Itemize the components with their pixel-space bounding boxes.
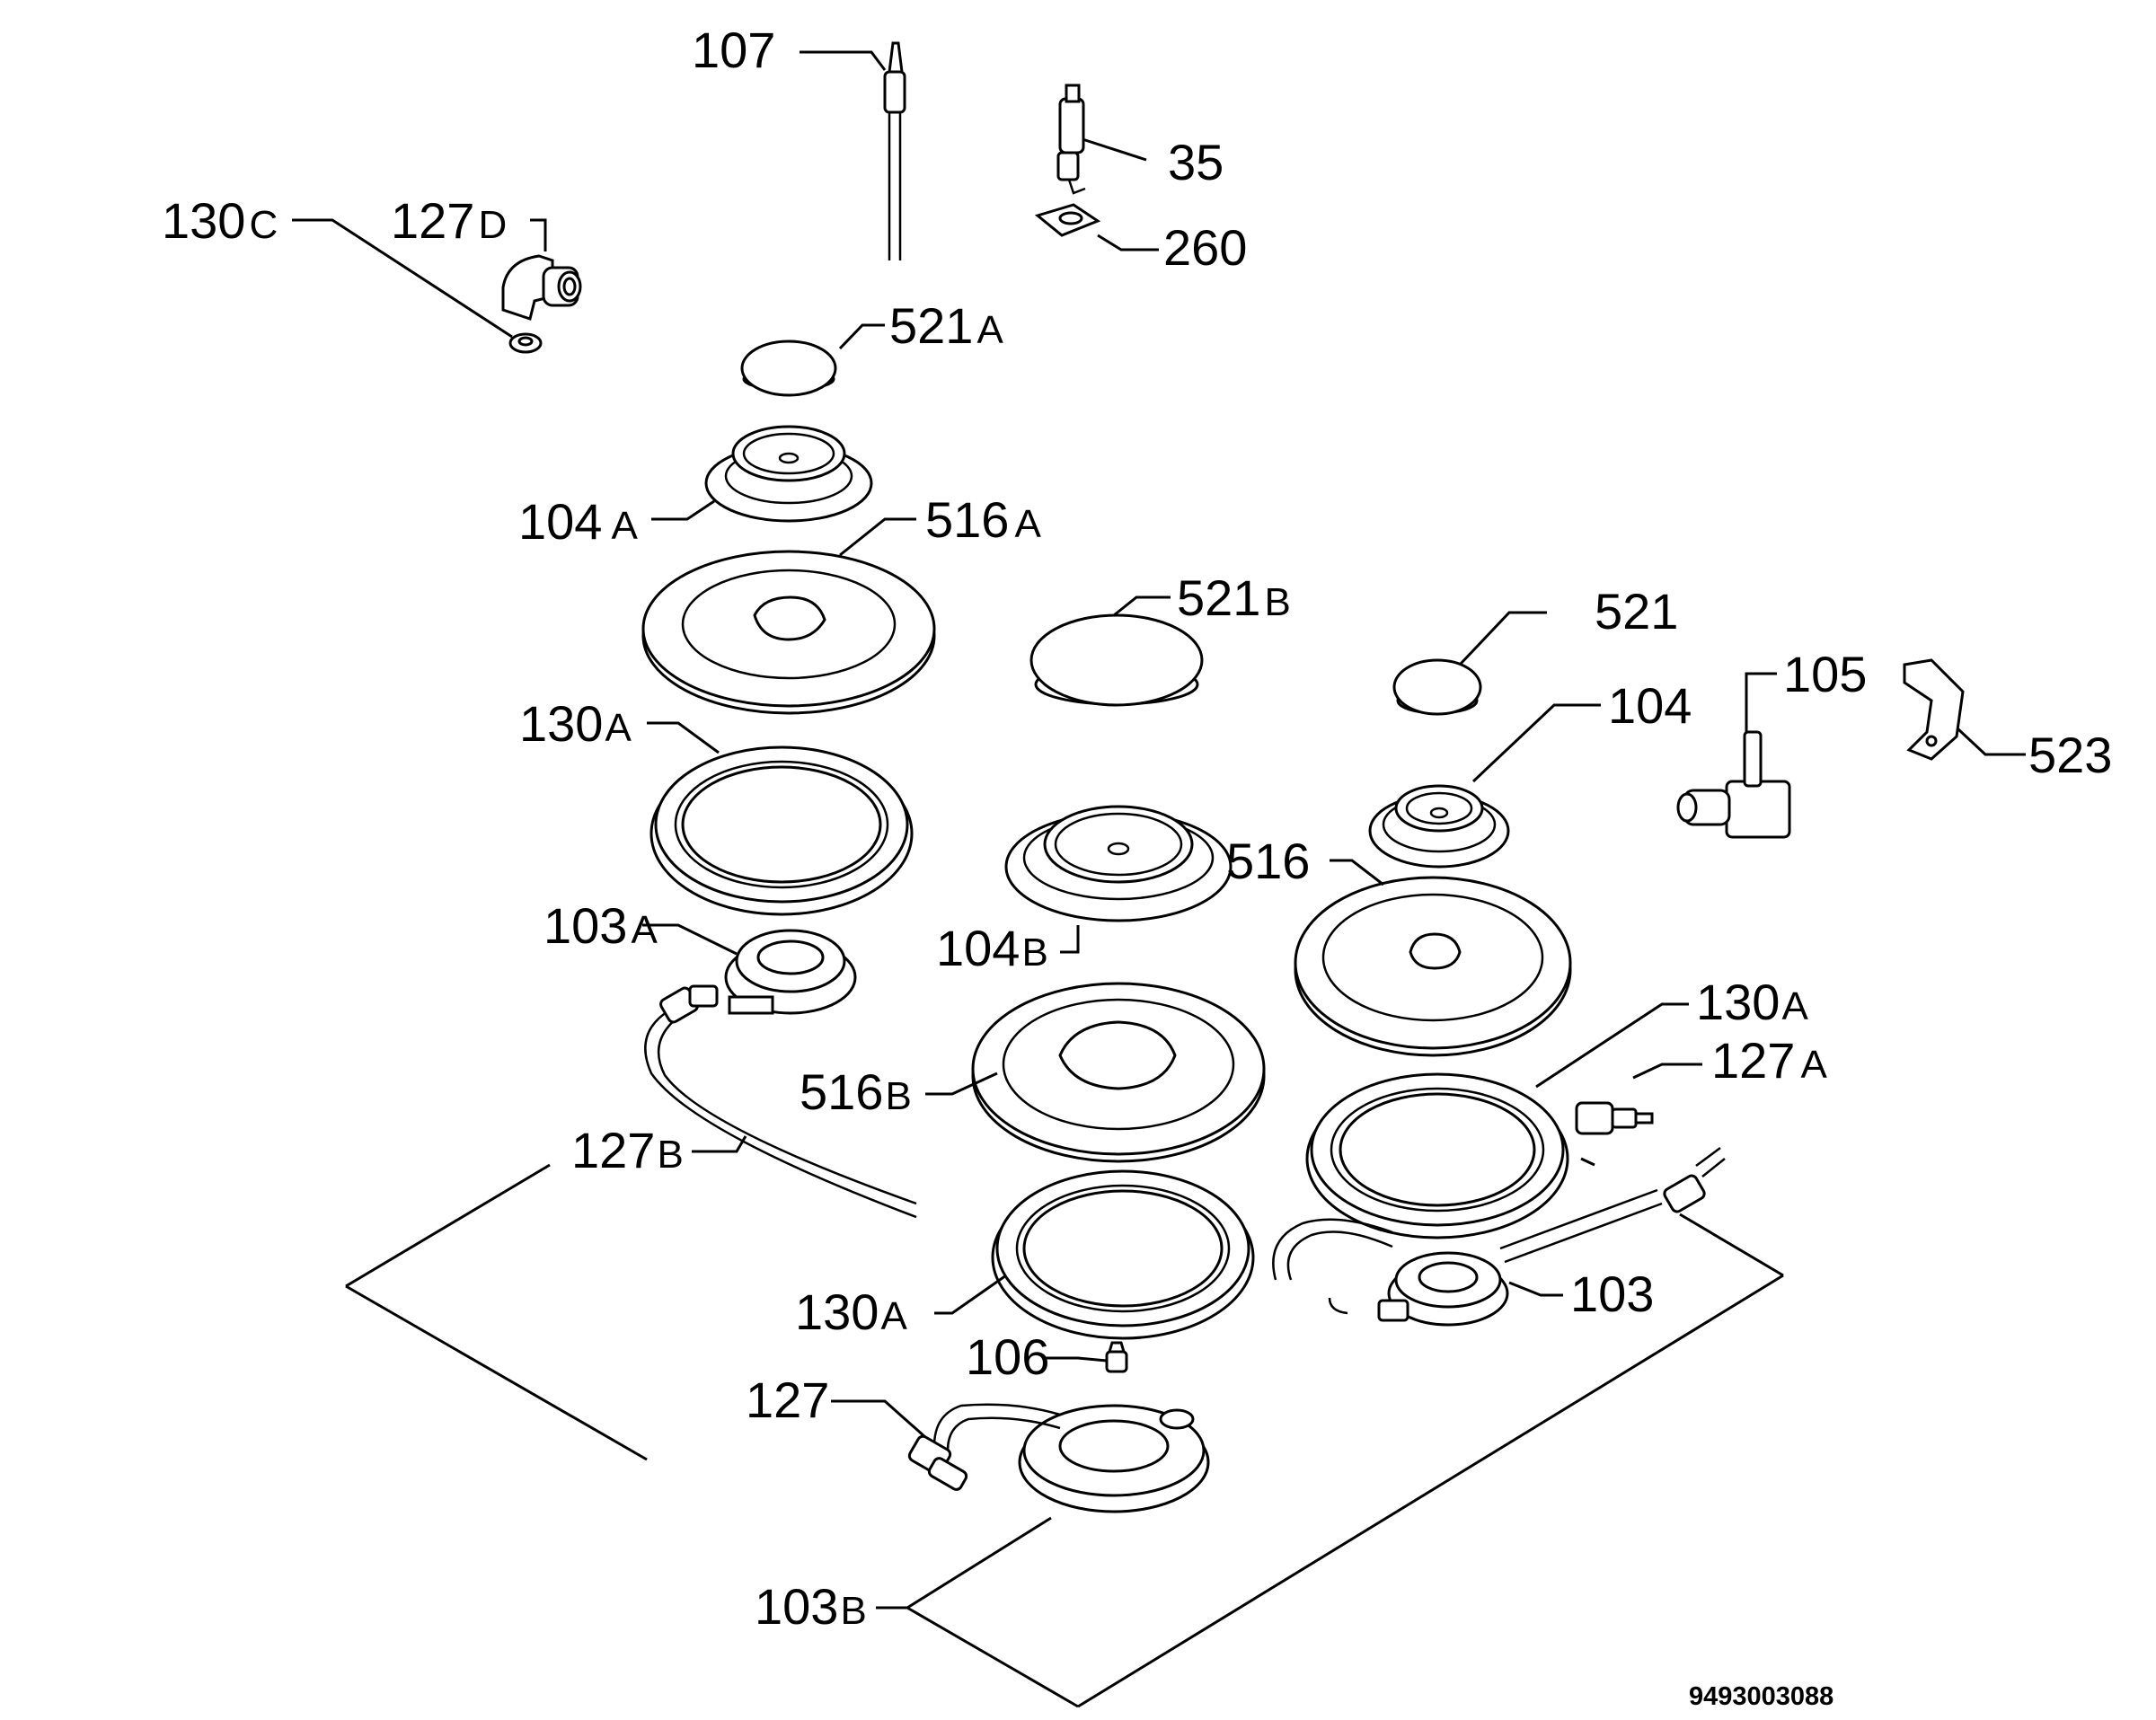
label-105: 105	[1783, 646, 1867, 702]
plate-516a	[641, 550, 936, 715]
cap-521b	[1029, 613, 1204, 707]
burner-head-104	[1368, 784, 1510, 869]
burner-head-104b	[1004, 805, 1233, 922]
seal-ring-130a-right	[1305, 1072, 1569, 1239]
label-35: 35	[1168, 134, 1224, 190]
connector-127a	[1575, 1101, 1654, 1135]
hob-outline	[345, 1157, 1784, 1708]
seal-ring-130a-left	[649, 745, 914, 916]
clip-260	[1034, 203, 1101, 237]
leader-lines	[292, 50, 2026, 1610]
cap-521	[1392, 658, 1482, 716]
plate-516b	[971, 982, 1266, 1163]
bracket-523	[1903, 658, 1965, 761]
label-104: 104	[1608, 677, 1692, 734]
igniter-35	[1056, 84, 1086, 195]
burner-head-104a	[704, 425, 873, 523]
gas-pipe-127	[907, 1403, 1061, 1491]
label-130a-2: 130A	[1696, 974, 1808, 1030]
injector-holder-103	[1272, 1218, 1509, 1327]
injector-holder-103b	[1018, 1404, 1210, 1513]
label-130c: 130C	[162, 192, 278, 249]
injector-holder-103a	[724, 929, 857, 1015]
drawing-code: 9493003088	[1689, 1682, 1833, 1711]
label-104b: 104B	[936, 920, 1048, 976]
label-106: 106	[966, 1328, 1049, 1385]
label-103: 103	[1570, 1266, 1654, 1322]
label-127: 127	[746, 1372, 829, 1428]
label-103b: 103B	[755, 1578, 867, 1635]
gas-pipe-127b	[644, 984, 917, 1219]
seal-ring-130a-bottom	[991, 1169, 1255, 1340]
injector-106	[1105, 1341, 1128, 1373]
tap-105	[1676, 730, 1791, 839]
label-516: 516	[1226, 833, 1310, 889]
label-103a: 103A	[543, 897, 658, 954]
elbow-127d	[501, 254, 582, 321]
label-521b: 521B	[1177, 569, 1291, 626]
label-260: 260	[1163, 219, 1247, 276]
label-127d: 127D	[391, 192, 507, 249]
label-107: 107	[692, 22, 775, 78]
label-521a: 521A	[889, 297, 1003, 354]
cap-521a	[740, 340, 837, 397]
label-516b: 516B	[800, 1063, 912, 1120]
label-521: 521	[1595, 583, 1678, 639]
plate-516	[1294, 876, 1572, 1057]
label-523: 523	[2028, 727, 2112, 783]
label-130a-1: 130A	[519, 695, 632, 752]
washer-130c	[508, 332, 543, 354]
thermocouple-107	[883, 41, 906, 260]
label-130a-3: 130A	[795, 1283, 907, 1340]
label-127b: 127B	[571, 1122, 684, 1178]
gas-pipe-main	[1499, 1146, 1726, 1264]
